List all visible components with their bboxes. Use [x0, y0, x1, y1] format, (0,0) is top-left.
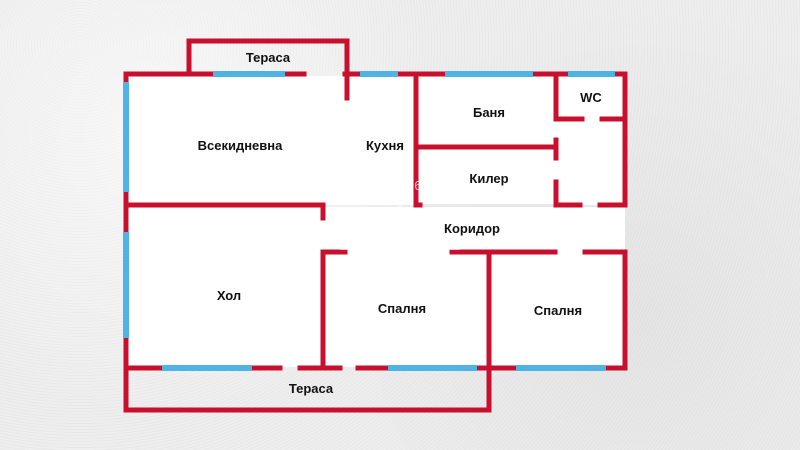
label-storage: Килер: [469, 171, 508, 186]
living-room-area: [126, 76, 416, 205]
label-corridor: Коридор: [444, 221, 500, 236]
windows: [123, 71, 615, 371]
label-terrace-bottom: Тераса: [289, 381, 334, 396]
watermark: alo.bg/9673462 REAL ESTATE: [340, 178, 460, 291]
storage-area: [418, 148, 556, 204]
bedroom-2-area: [489, 252, 625, 367]
bedroom-1-area: [323, 252, 488, 367]
label-bedroom-1: Спалня: [378, 301, 426, 316]
label-bathroom: Баня: [473, 105, 505, 120]
label-living-room: Всекидневна: [198, 138, 284, 153]
label-wc: WC: [580, 90, 602, 105]
service-area: [556, 119, 624, 205]
watermark-logo: [340, 205, 460, 250]
wc-area: [556, 76, 624, 119]
label-terrace-top: Тераса: [246, 50, 291, 65]
room-labels: Тераса Всекидневна Кухня Баня WC Килер К…: [198, 50, 603, 396]
label-hall: Хол: [217, 288, 241, 303]
room-fills: [126, 76, 625, 367]
bathroom-area: [418, 76, 556, 147]
wall-top-terrace: [186, 38, 350, 77]
label-bedroom-2: Спалня: [534, 303, 582, 318]
hall-area: [126, 207, 323, 367]
label-kitchen: Кухня: [366, 138, 404, 153]
watermark-agency: REAL ESTATE: [346, 279, 430, 291]
watermark-listing: alo.bg/9673462: [368, 178, 458, 193]
